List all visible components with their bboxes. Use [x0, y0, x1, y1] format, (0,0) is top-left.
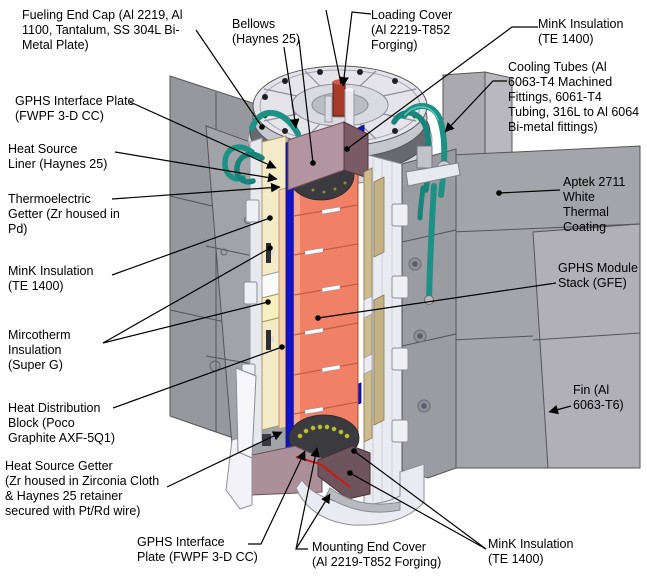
tube-bracket: [405, 162, 461, 187]
tan-insulation-strips: [363, 167, 385, 443]
label-heat-source-getter: Heat Source Getter (Zr housed in Zirconi…: [5, 459, 160, 518]
label-gphs-interface-plate-bottom: GPHS Interface Plate (FWPF 3-D CC): [137, 535, 258, 564]
fin-brackets-right: [391, 203, 409, 443]
label-bellows: Bellows (Haynes 25): [232, 17, 301, 46]
label-loading-cover: Loading Cover (Al 2219-T852 Forging): [371, 8, 453, 52]
mink-end-block-top: [287, 121, 369, 191]
label-mounting-end-cover: Mounting End Cover (Al 2219-T852 Forging…: [312, 540, 442, 569]
bellows-cylinder: [344, 89, 355, 129]
getter-slot: [266, 330, 271, 350]
shell-bolt-recesses: [408, 257, 431, 413]
label-thermoelectric-getter: Thermoelectric Getter (Zr housed in Pd): [8, 192, 120, 236]
fin-panels-right: [442, 71, 641, 469]
label-aptek-coating: Aptek 2711 White Thermal Coating: [563, 175, 626, 234]
leader-lines: [102, 9, 572, 550]
label-mink-insulation-bottom: MinK Insulation (TE 1400): [488, 537, 574, 566]
getter-slot: [266, 243, 271, 263]
heat-source-getter-specks: [297, 424, 350, 439]
label-heat-distribution-block: Heat Distribution Block (Poco Graphite A…: [8, 401, 115, 445]
label-gphs-module-stack: GPHS Module Stack (GFE): [558, 261, 638, 290]
label-gphs-interface-plate-top: GPHS Interface Plate (FWPF 3-D CC): [15, 94, 135, 123]
label-heat-source-liner: Heat Source Liner (Haynes 25): [8, 142, 108, 171]
vent-tube: [324, 95, 333, 123]
gphs-module-stack-shape: [293, 164, 359, 455]
microtherm-strip: [278, 187, 287, 430]
tube-fitting: [416, 145, 433, 169]
label-mink-insulation-top: MinK Insulation (TE 1400): [538, 17, 624, 46]
leader-dots: [259, 124, 502, 476]
fin-edge-wedge: [235, 367, 257, 459]
label-fueling-end-cap: Fueling End Cap (Al 2219, Al 1100, Tanta…: [22, 8, 183, 52]
label-fin: Fin (Al 6063-T6): [573, 383, 624, 412]
label-mink-insulation-left: MinK Insulation (TE 1400): [8, 264, 94, 293]
cooling-tubes-shape: [222, 103, 461, 305]
loading-cover-plug: [332, 81, 346, 117]
mink-insulation-panels: [261, 135, 287, 446]
label-mircotherm-insulation: Mircotherm Insulation (Super G): [8, 328, 71, 372]
label-cooling-tubes: Cooling Tubes (Al 6063-T4 Machined Fitti…: [508, 60, 640, 134]
